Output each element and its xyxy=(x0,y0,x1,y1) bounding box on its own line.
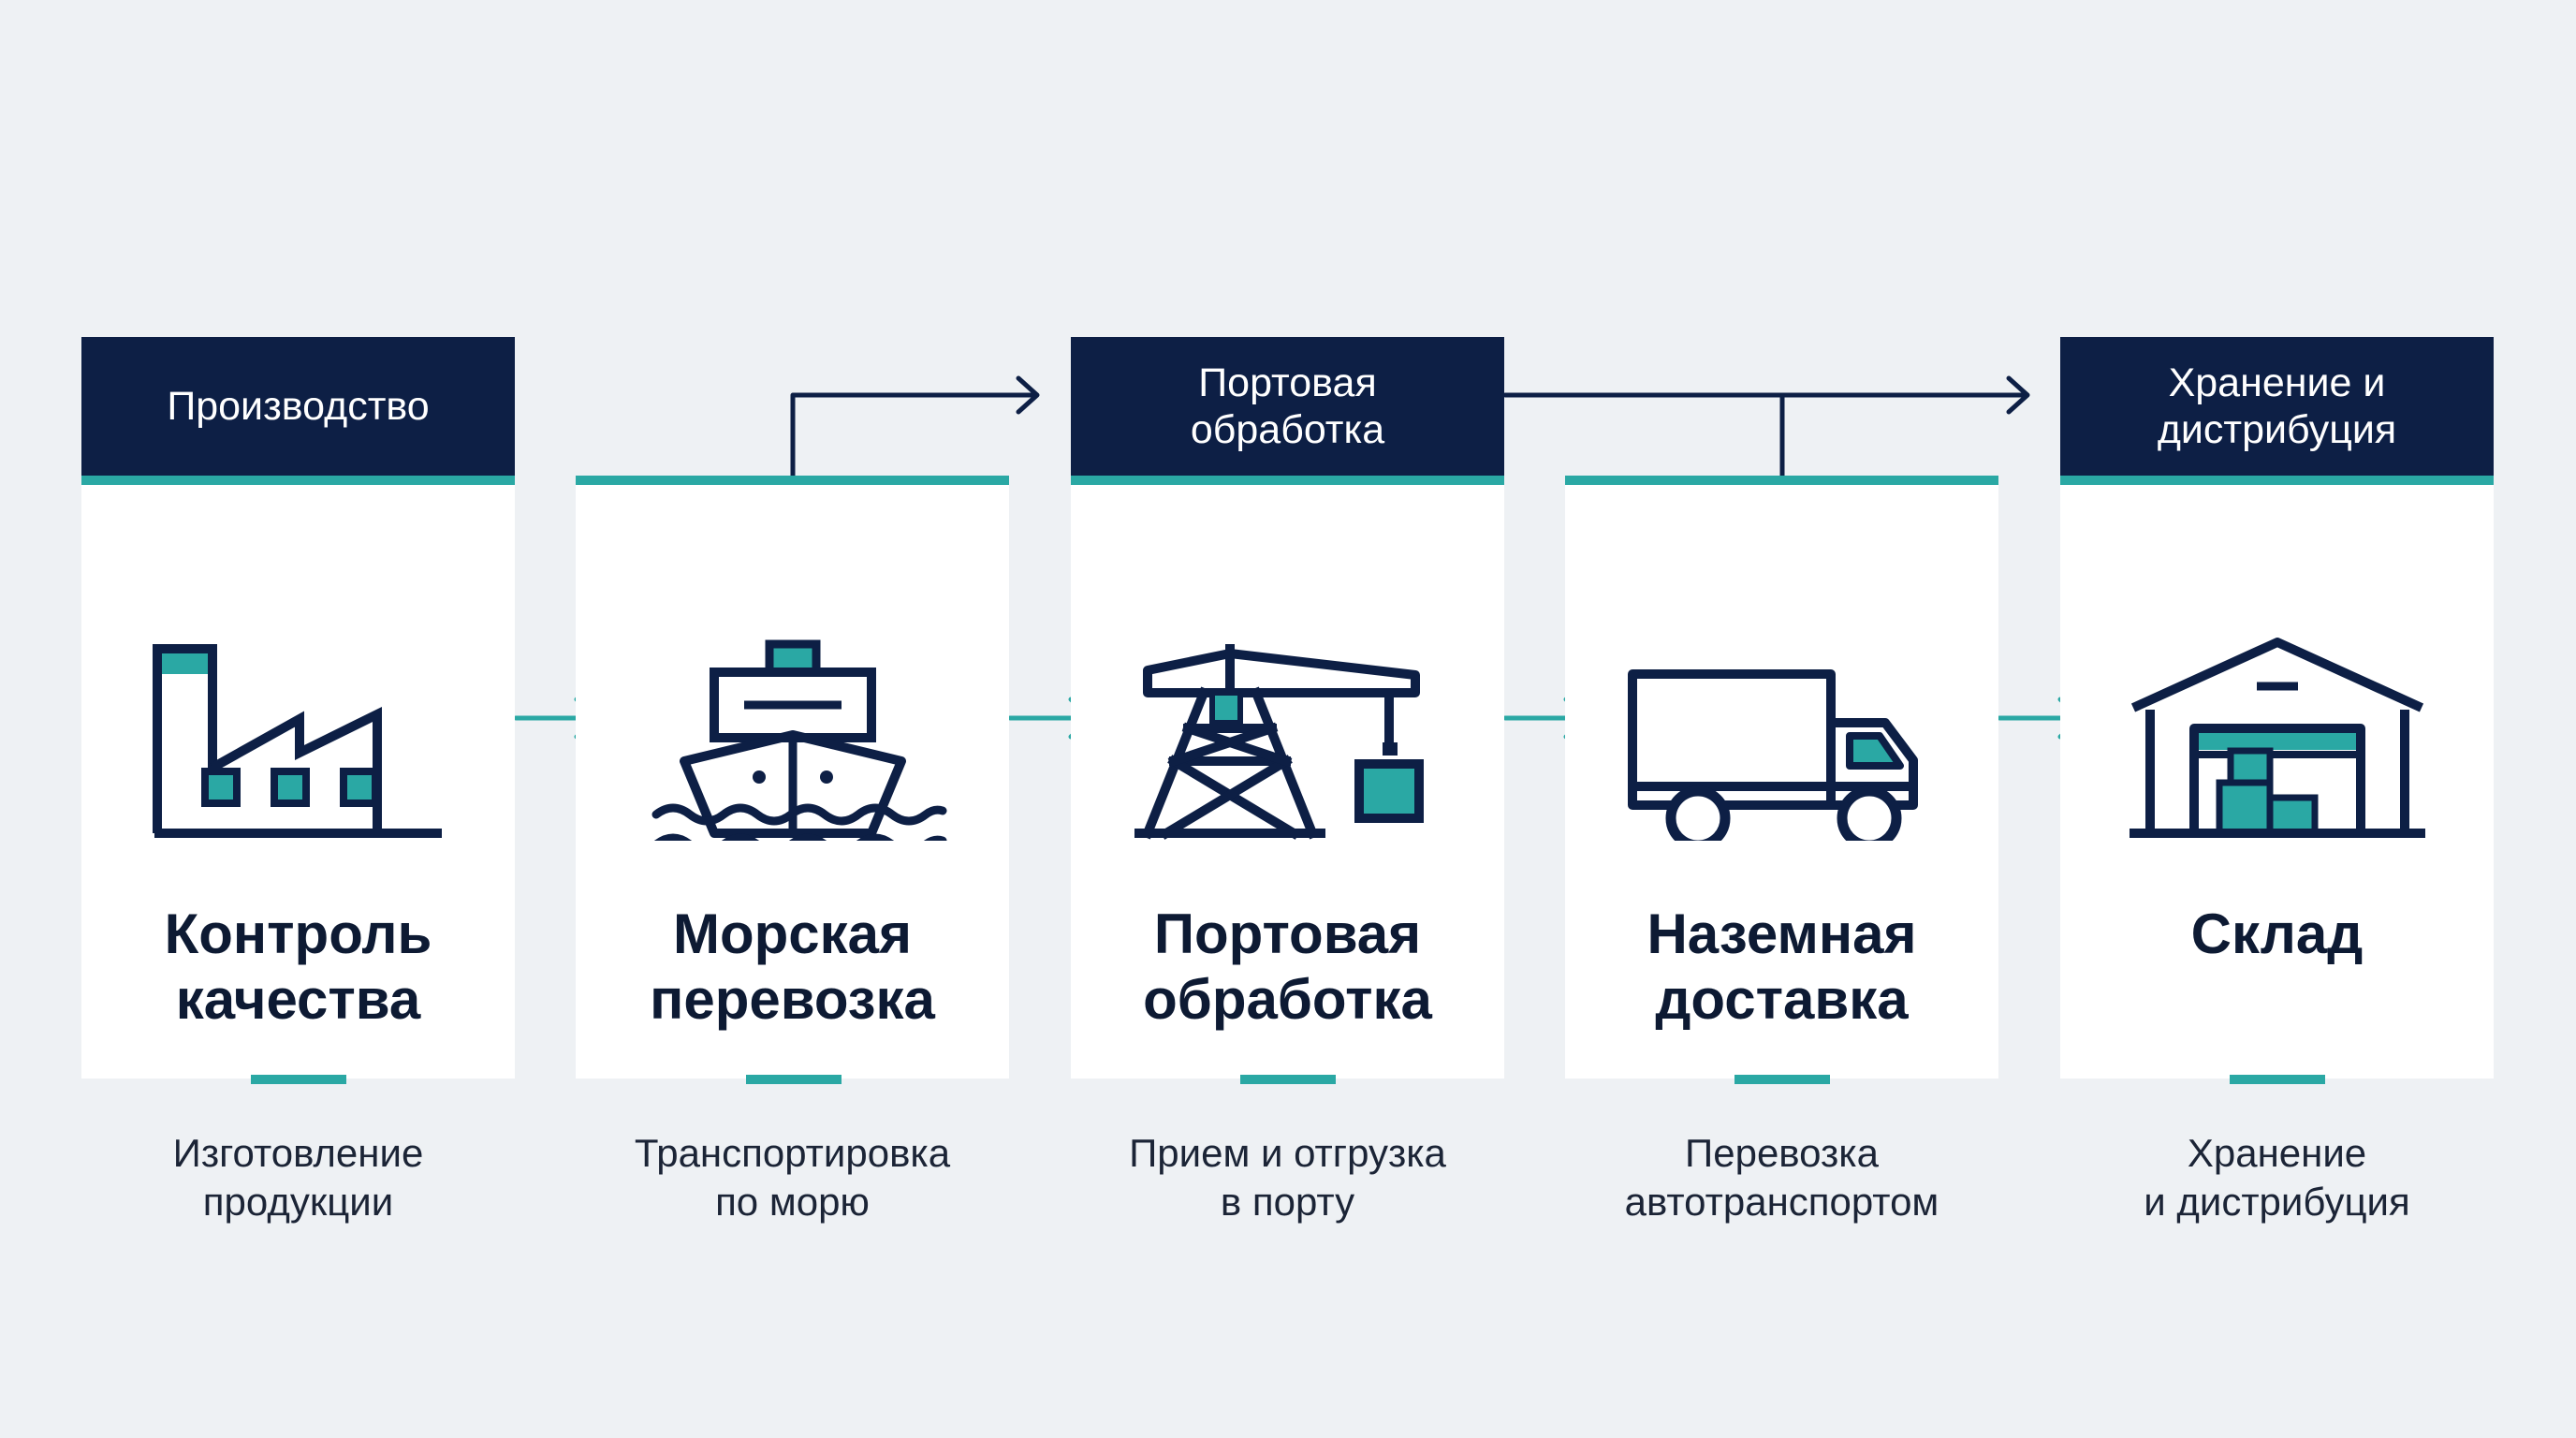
stage-title-quality-control: Контроль качества xyxy=(164,902,432,1031)
stage-description-production: Изготовление продукции xyxy=(172,1131,424,1224)
stage-title-port-handling: Портовая обработка xyxy=(1143,902,1432,1031)
stage-header-storage: Хранение и дистрибуция xyxy=(2060,337,2494,476)
stage-card-land-delivery: Наземная доставка xyxy=(1565,476,1998,1078)
stage-card-warehouse: Склад xyxy=(2060,476,2494,1078)
stage-title-land-delivery: Наземная доставка xyxy=(1647,902,1917,1031)
stage-header-port: Портовая обработка xyxy=(1071,337,1504,476)
accent-underline-4 xyxy=(1734,1075,1830,1084)
crane-icon xyxy=(1134,644,1424,840)
stage-description-land: Перевозка автотранспортом xyxy=(1624,1131,1939,1224)
stage-card-sea-freight: Морская перевозка xyxy=(576,476,1009,1078)
stage-card-quality-control: Контроль качества xyxy=(81,476,515,1078)
factory-icon xyxy=(153,644,442,838)
accent-underline-1 xyxy=(251,1075,346,1084)
stage-title-warehouse: Склад xyxy=(2190,902,2364,965)
arrowhead-sea-to-port xyxy=(1016,375,1040,415)
stage-title-sea-freight: Морская перевозка xyxy=(650,902,935,1031)
arrowhead-port-to-warehouse xyxy=(2006,375,2030,415)
stage-description-sea: Транспортировка по морю xyxy=(634,1131,951,1224)
stage-header-production: Производство xyxy=(81,337,515,476)
elbow-connector-sea-to-port xyxy=(790,392,1037,478)
stage-description-port: Прием и отгрузка в порту xyxy=(1129,1131,1446,1224)
truck-icon xyxy=(1628,669,1918,841)
accent-underline-3 xyxy=(1240,1075,1336,1084)
accent-underline-2 xyxy=(746,1075,842,1084)
accent-underline-5 xyxy=(2230,1075,2325,1084)
ship-icon xyxy=(651,639,947,841)
stage-description-warehouse: Хранение и дистрибуция xyxy=(2144,1131,2410,1224)
stage-card-port-handling: Портовая обработка xyxy=(1071,476,1504,1078)
warehouse-icon xyxy=(2130,638,2425,838)
